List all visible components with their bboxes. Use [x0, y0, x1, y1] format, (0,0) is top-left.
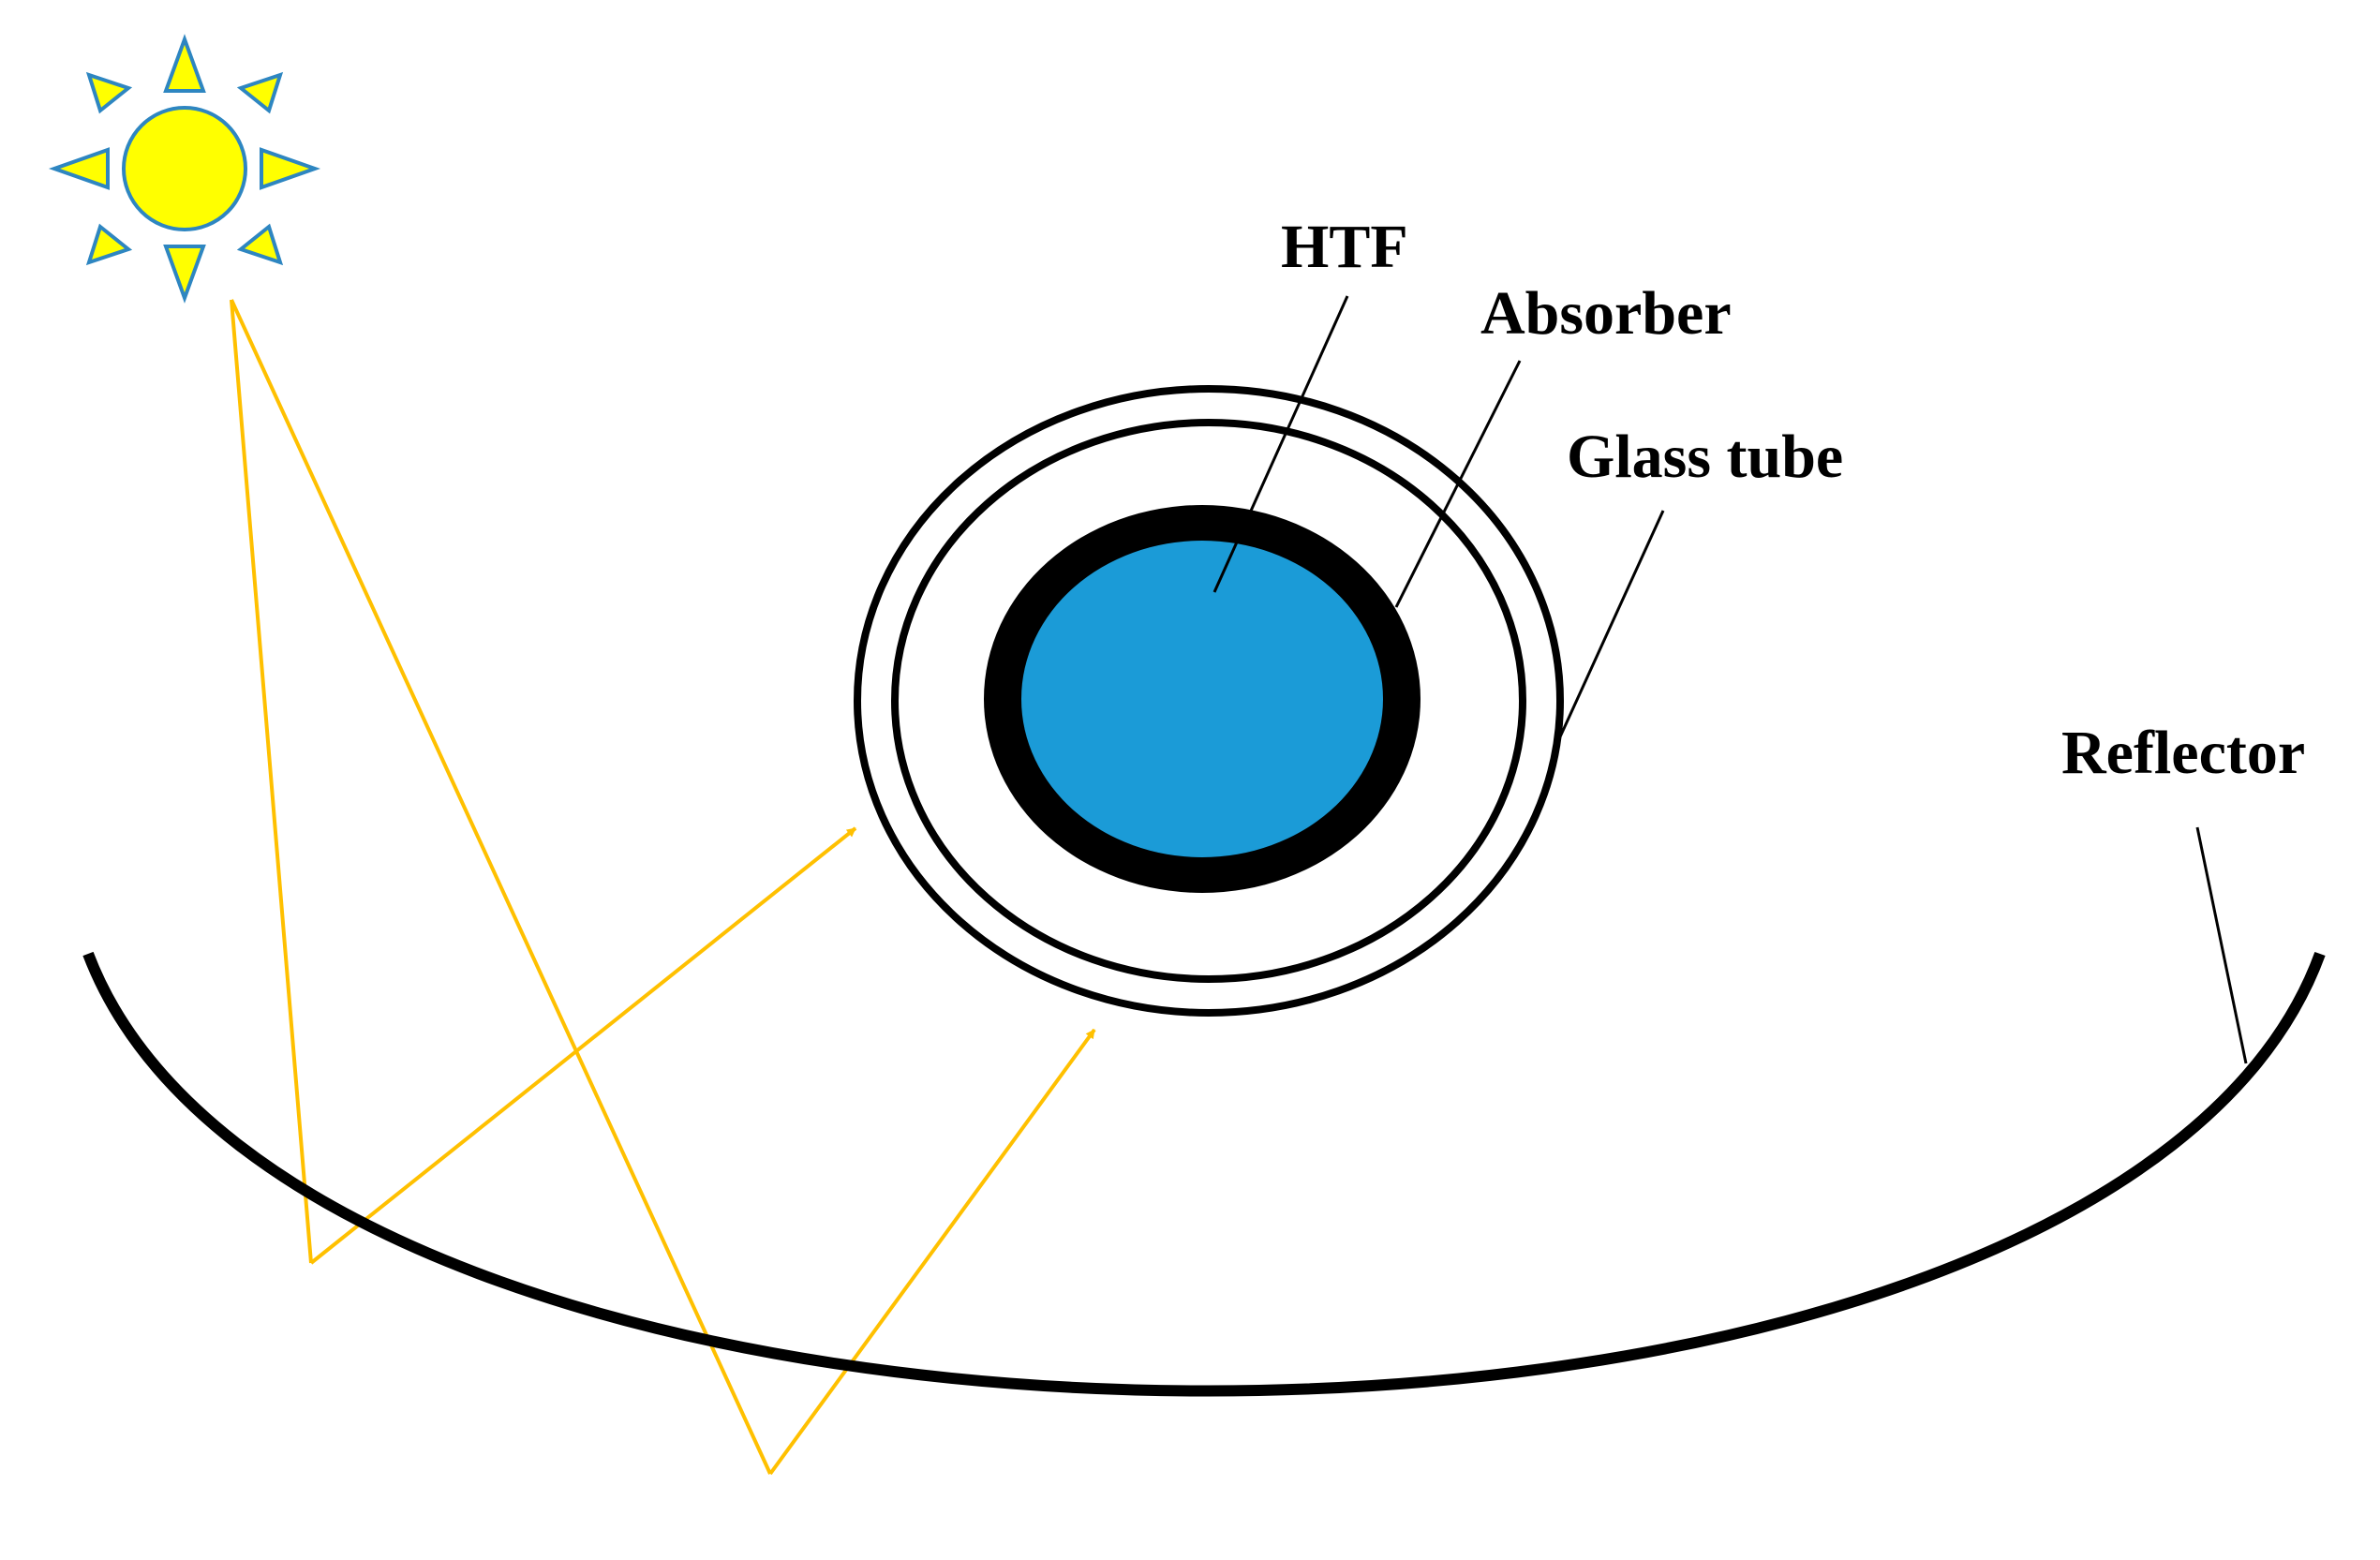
glass-tube-label: Glass tube	[1567, 423, 1843, 491]
sun-icon	[48, 34, 321, 304]
htf-core	[1021, 541, 1383, 857]
glass-tube-leader	[1555, 510, 1665, 744]
sun-disc	[122, 106, 247, 231]
htf-leader	[1212, 295, 1349, 593]
receiver	[854, 385, 1564, 1017]
reflector-leader	[2195, 826, 2248, 1064]
incident-ray-1	[230, 299, 313, 1264]
absorber-label: Absorber	[1480, 279, 1732, 348]
sun-ray-top-left	[85, 71, 133, 114]
incident-ray-2	[230, 299, 772, 1475]
sun-ray-bottom-left	[85, 223, 133, 266]
reflector-label: Reflector	[2061, 719, 2305, 787]
sun-ray-bottom	[163, 245, 206, 304]
sun-ray-top-right	[236, 71, 284, 114]
leader-lines	[1212, 295, 2248, 1064]
htf-label: HTF	[1281, 213, 1408, 281]
reflected-ray-1	[309, 826, 857, 1265]
light-rays	[230, 299, 1096, 1476]
absorber-leader	[1394, 360, 1522, 608]
sun-rays	[48, 34, 321, 304]
sun-ray-left	[48, 147, 110, 190]
sun-ray-right	[260, 147, 321, 190]
sun-ray-top	[163, 34, 206, 93]
reflector-curve	[82, 951, 2326, 1397]
sun-ray-bottom-right	[236, 223, 284, 266]
reflected-ray-2	[768, 1028, 1096, 1476]
